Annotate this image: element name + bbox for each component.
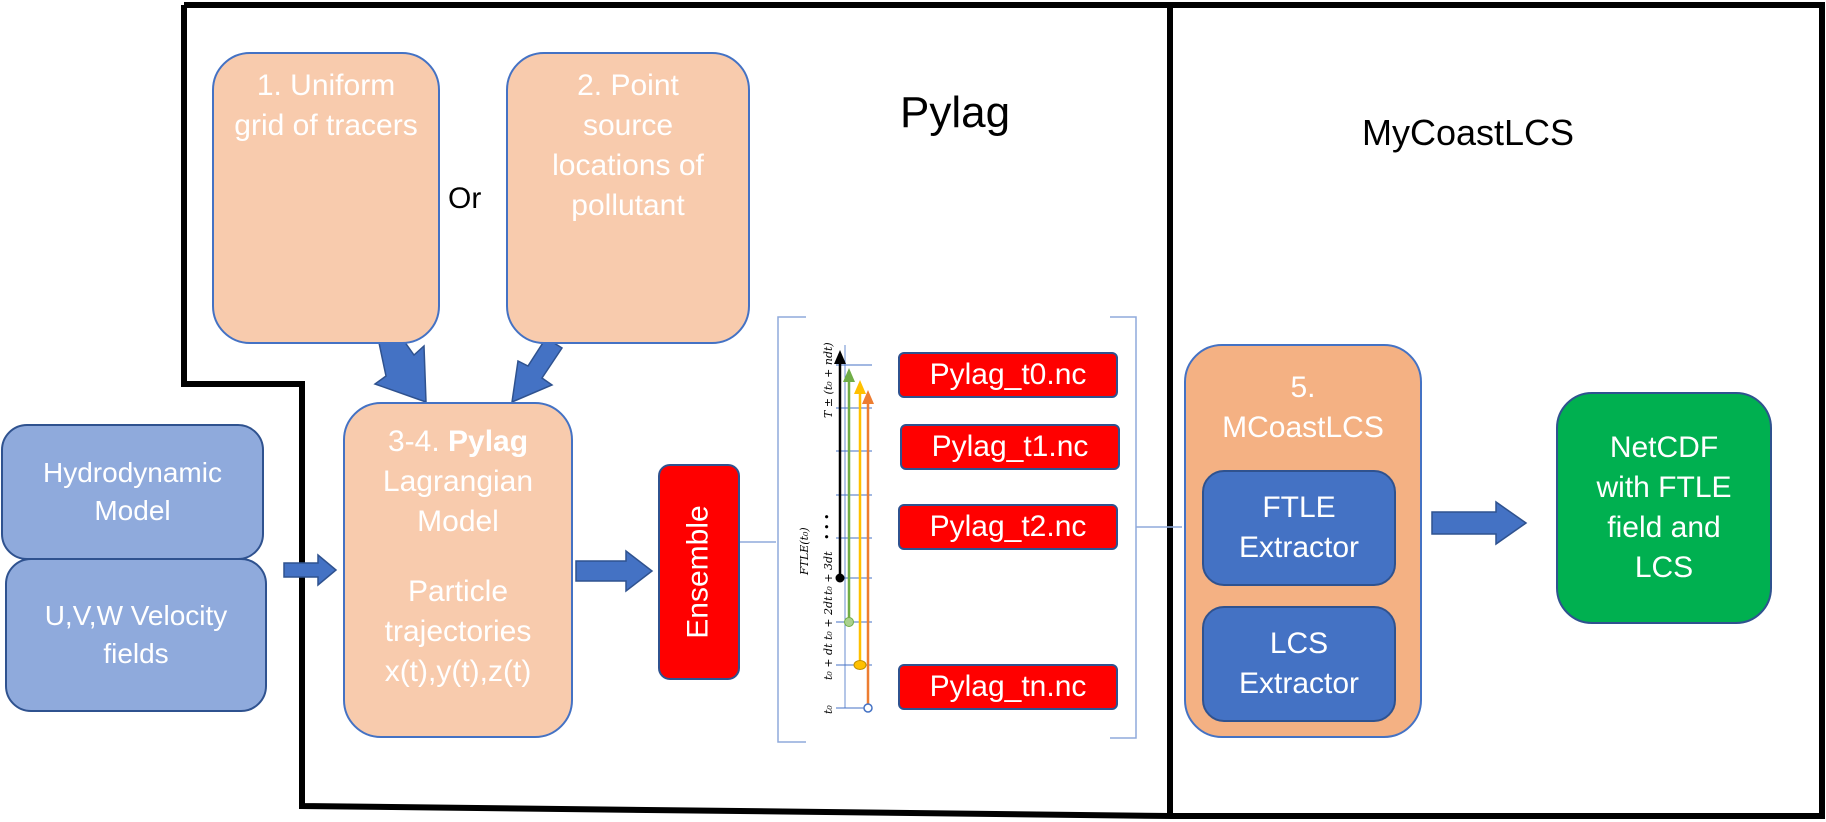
lcs-extractor-label: LCS Extractor xyxy=(1238,627,1360,700)
mycoast-boundary xyxy=(1170,2,1825,819)
pylag-title: Pylag xyxy=(900,88,1011,137)
ftle-extractor-box: FTLE Extractor xyxy=(1202,470,1396,586)
pylag-model-rest: Lagrangian Model xyxy=(382,465,534,538)
uniform-grid-box: 1. Uniform grid of tracers xyxy=(212,52,440,344)
arrow-model-to-ensemble xyxy=(575,549,654,593)
mycoast-title: MyCoastLCS xyxy=(1362,112,1575,153)
label-t0-3dt: t₀ + 3dt xyxy=(822,551,835,595)
label-t0-2dt: t₀ + 2dt xyxy=(822,596,835,640)
label-t0-dt: t₀ + dt xyxy=(822,643,835,680)
hydro-model-box: Hydrodynamic Model xyxy=(1,424,264,560)
arrow-source-to-model xyxy=(511,336,564,404)
label-t0: t₀ xyxy=(822,705,835,714)
point-source-label: 2. Point source locations of pollutant xyxy=(552,69,704,222)
arrow-mcoast-to-netcdf xyxy=(1431,500,1528,546)
velocity-fields-label: U,V,W Velocity fields xyxy=(44,600,228,669)
label-dots: • • • xyxy=(821,514,834,540)
file-t2-label: Pylag_t2.nc xyxy=(929,510,1087,543)
file-t0-label: Pylag_t0.nc xyxy=(929,358,1087,391)
or-label: Or xyxy=(448,182,482,215)
file-tn-label: Pylag_tn.nc xyxy=(929,670,1087,703)
file-t1-label: Pylag_t1.nc xyxy=(931,430,1089,463)
ensemble-box: Ensemble xyxy=(658,464,740,680)
netcdf-label: NetCDF with FTLE field and LCS xyxy=(1596,431,1732,584)
ftle-extractor-label: FTLE Extractor xyxy=(1238,491,1360,564)
left-bracket xyxy=(777,316,806,743)
file-t2: Pylag_t2.nc xyxy=(898,504,1118,550)
hydro-model-label: Hydrodynamic Model xyxy=(43,457,222,526)
arrow-hydro-to-model xyxy=(283,553,338,587)
uniform-grid-label: 1. Uniform grid of tracers xyxy=(234,69,418,142)
label-T: T ± (t₀ + ndt) xyxy=(822,342,835,418)
pylag-model-bold: Pylag xyxy=(448,425,529,458)
pylag-model-traj: Particle trajectories xyxy=(384,575,532,648)
pylag-model-xyz: x(t),y(t),z(t) xyxy=(384,655,532,688)
file-t0: Pylag_t0.nc xyxy=(898,352,1118,398)
mcoast-label: 5. MCoastLCS xyxy=(1222,371,1384,444)
timeline-chart: t₀ t₀ + dt t₀ + 2dt t₀ + 3dt FTLE(t₀) T … xyxy=(798,342,874,714)
pylag-model-box: 3-4. Pylag Lagrangian Model Particle tra… xyxy=(343,402,573,738)
lcs-extractor-box: LCS Extractor xyxy=(1202,606,1396,722)
velocity-fields-box: U,V,W Velocity fields xyxy=(5,558,267,712)
point-source-box: 2. Point source locations of pollutant xyxy=(506,52,750,344)
file-t1: Pylag_t1.nc xyxy=(900,424,1120,470)
file-tn: Pylag_tn.nc xyxy=(898,664,1118,710)
pylag-model-prefix: 3-4. xyxy=(387,425,440,458)
netcdf-box: NetCDF with FTLE field and LCS xyxy=(1556,392,1772,624)
ensemble-label: Ensemble xyxy=(682,505,715,639)
label-ftle: FTLE(t₀) xyxy=(798,527,811,576)
